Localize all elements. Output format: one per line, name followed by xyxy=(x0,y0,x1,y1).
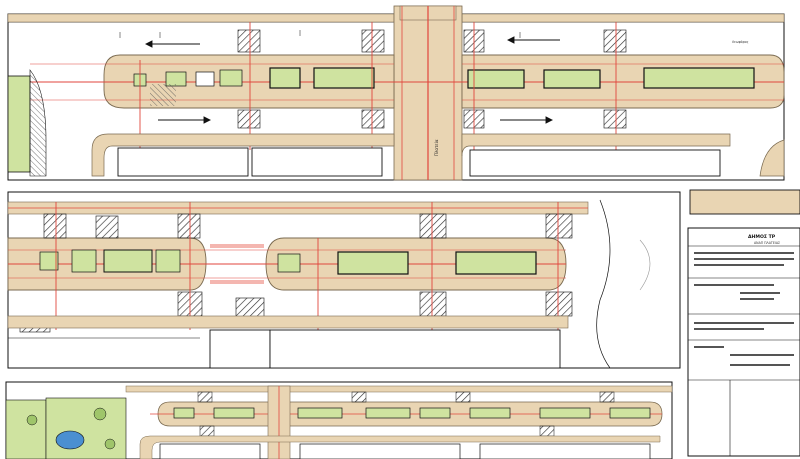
crosswalks-top xyxy=(150,29,627,129)
crosswalks-bottom xyxy=(197,391,615,437)
fountain-icon xyxy=(55,430,85,450)
street-label-vertical: Πλατεία xyxy=(434,139,439,156)
sheet-top: Πλατεία Λεωφόρος xyxy=(7,5,785,181)
sheet-bottom xyxy=(5,381,673,459)
planters-bottom xyxy=(173,407,651,419)
planters-middle xyxy=(39,249,537,275)
street-label-right: Λεωφόρος xyxy=(732,40,749,44)
sheet-middle xyxy=(7,191,681,369)
title-block: ΔΗΜΟΣ ΤΡ ΑΝΑΠ ΠΛΑΤΕΙΑΣ xyxy=(687,189,800,457)
traffic-arrows-top xyxy=(144,36,560,124)
legend-swatch xyxy=(689,189,800,215)
title-block-sub: ΑΝΑΠ ΠΛΑΤΕΙΑΣ xyxy=(754,241,780,245)
title-block-heading: ΔΗΜΟΣ ΤΡ xyxy=(748,234,776,240)
planters-top-right xyxy=(467,67,755,89)
